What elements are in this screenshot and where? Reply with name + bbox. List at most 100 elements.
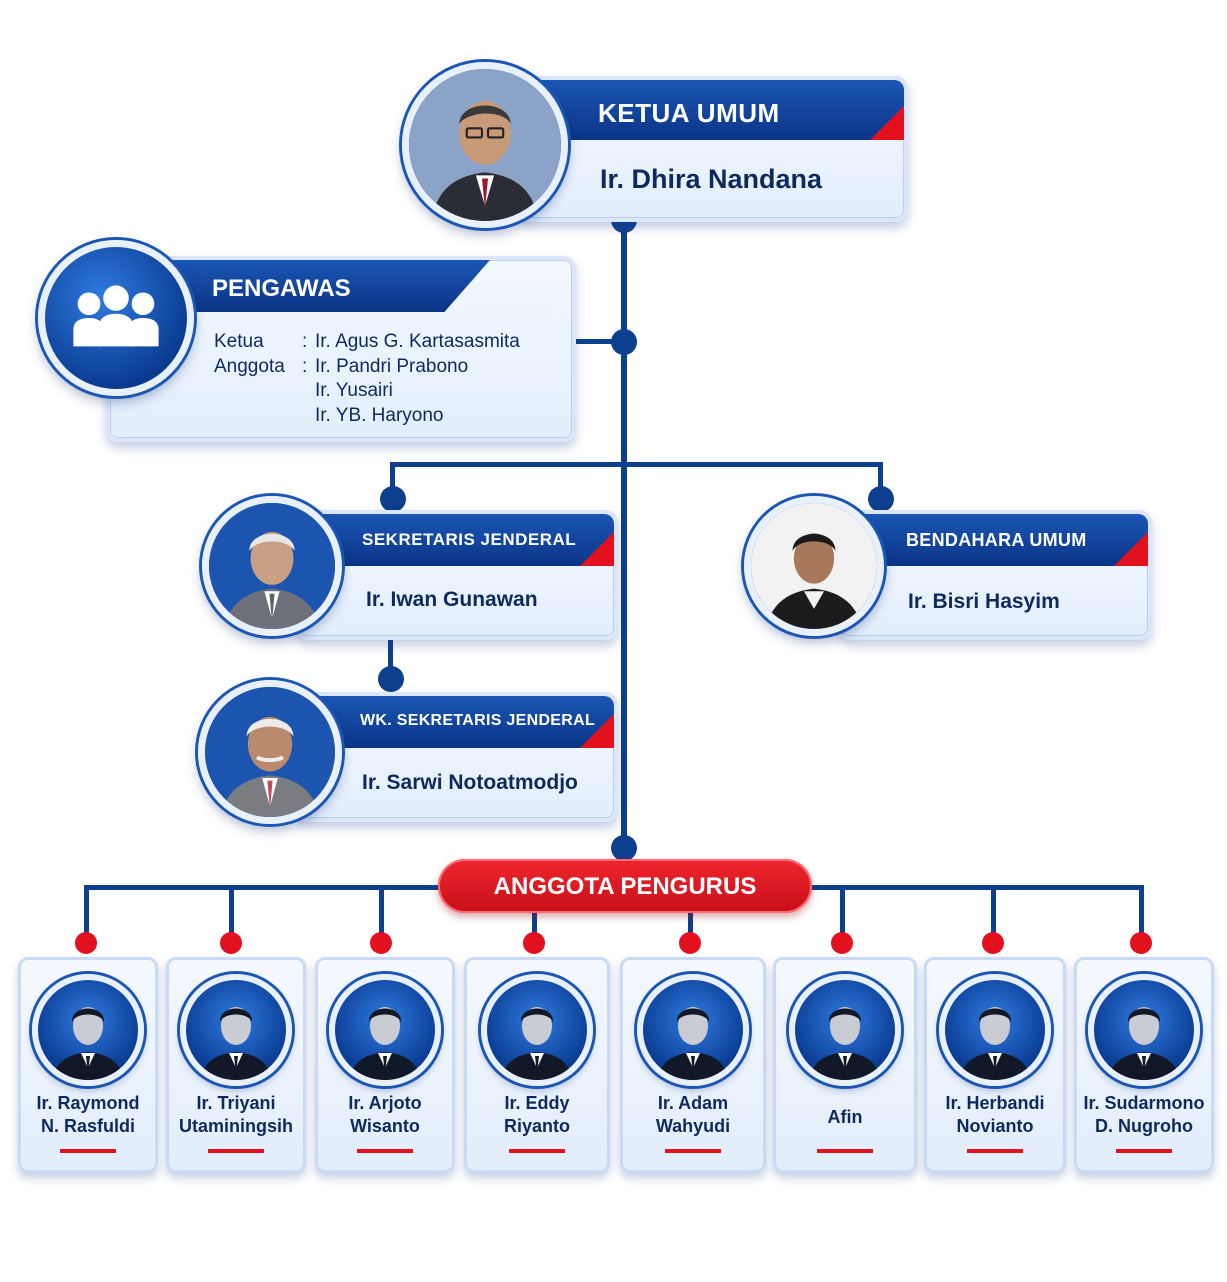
- bendahara-card: BENDAHARA UMUM Ir. Bisri Hasyim: [838, 510, 1152, 640]
- branch-line: [390, 462, 883, 467]
- person-silhouette-icon: [809, 1007, 881, 1080]
- member-name-line2: Wisanto: [350, 1116, 420, 1136]
- member-name-line1: Ir. Sudarmono: [1083, 1093, 1205, 1113]
- member-name: Afin: [776, 1106, 914, 1129]
- member-card: Ir. Herbandi Novianto: [924, 957, 1066, 1173]
- member-avatar: [1088, 974, 1200, 1086]
- member-name: Ir. Eddy Riyanto: [467, 1092, 607, 1138]
- pengawas-separator: :: [302, 356, 308, 377]
- member-name-line2: Utaminingsih: [178, 1116, 293, 1136]
- member-underline: [60, 1149, 116, 1153]
- anggota-pengurus-title: ANGGOTA PENGURUS: [493, 873, 757, 900]
- pengawas-badge: [38, 240, 194, 396]
- sekjen-photo: [202, 496, 342, 636]
- member-underline: [1116, 1149, 1172, 1153]
- member-name-line1: Ir. Eddy: [504, 1093, 570, 1113]
- pengawas-anggota-2: Ir. Yusairi: [315, 380, 393, 401]
- member-dot: [982, 932, 1004, 954]
- member-card: Afin: [773, 957, 917, 1173]
- pengawas-separator: :: [302, 331, 308, 352]
- member-card: Ir. Triyani Utaminingsih: [166, 957, 306, 1173]
- member-name-line2: Wahyudi: [655, 1116, 731, 1136]
- ketua-umum-name: Ir. Dhira Nandana: [600, 164, 823, 194]
- pengawas-connector: [570, 339, 624, 344]
- person-silhouette-icon: [501, 1007, 573, 1080]
- member-underline: [357, 1149, 413, 1153]
- member-name-line1: Ir. Raymond: [36, 1093, 140, 1113]
- person-silhouette-icon: [657, 1007, 729, 1080]
- member-name-line2: Novianto: [956, 1116, 1034, 1136]
- member-card: Ir. Adam Wahyudi: [620, 957, 766, 1173]
- trunk-line: [621, 216, 627, 848]
- pengawas-title: PENGAWAS: [212, 275, 351, 302]
- bendahara-photo: [744, 496, 884, 636]
- member-name-line2: Riyanto: [503, 1116, 570, 1136]
- ketua-umum-header: KETUA UMUM: [524, 80, 904, 140]
- wk-sekjen-photo: [198, 680, 342, 824]
- member-name-line2: D. Nugroho: [1095, 1116, 1193, 1136]
- member-dot: [831, 932, 853, 954]
- member-name: Ir. Raymond N. Rasfuldi: [21, 1092, 155, 1138]
- bendahara-title: BENDAHARA UMUM: [906, 530, 1087, 550]
- connector-dot: [611, 329, 637, 355]
- connector-dot: [380, 486, 406, 512]
- member-underline: [665, 1149, 721, 1153]
- person-silhouette-icon: [959, 1007, 1031, 1080]
- member-underline: [208, 1149, 264, 1153]
- member-avatar: [637, 974, 749, 1086]
- sekjen-card: SEKRETARIS JENDERAL Ir. Iwan Gunawan: [296, 510, 618, 640]
- member-name: Ir. Sudarmono D. Nugroho: [1077, 1092, 1211, 1138]
- member-name: Ir. Arjoto Wisanto: [318, 1092, 452, 1138]
- member-avatar: [180, 974, 292, 1086]
- member-drop: [229, 885, 234, 935]
- member-dot: [370, 932, 392, 954]
- member-dot: [75, 932, 97, 954]
- member-avatar: [481, 974, 593, 1086]
- ketua-umum-card: KETUA UMUM Ir. Dhira Nandana: [520, 76, 908, 222]
- pengawas-anggota-3: Ir. YB. Haryono: [315, 405, 444, 426]
- member-avatar: [789, 974, 901, 1086]
- member-underline: [817, 1149, 873, 1153]
- wk-sekjen-header: WK. SEKRETARIS JENDERAL: [300, 696, 614, 748]
- member-dot: [523, 932, 545, 954]
- member-name: Ir. Adam Wahyudi: [623, 1092, 763, 1138]
- member-card: Ir. Eddy Riyanto: [464, 957, 610, 1173]
- person-photo-icon: [409, 69, 561, 221]
- member-name-line1: Afin: [827, 1107, 863, 1127]
- member-name-line1: Ir. Triyani: [196, 1093, 276, 1113]
- person-silhouette-icon: [349, 1007, 421, 1080]
- member-name: Ir. Herbandi Novianto: [927, 1092, 1063, 1138]
- wk-sekjen-card: WK. SEKRETARIS JENDERAL Ir. Sarwi Notoat…: [296, 692, 618, 822]
- person-photo-icon: [205, 687, 335, 817]
- pengawas-ketua-label: Ketua: [214, 331, 264, 352]
- person-silhouette-icon: [200, 1007, 272, 1080]
- member-drop: [84, 885, 89, 935]
- sekjen-to-wk-line: [388, 633, 393, 681]
- member-name-line1: Ir. Herbandi: [945, 1093, 1045, 1113]
- member-drop: [840, 885, 845, 935]
- member-underline: [967, 1149, 1023, 1153]
- bendahara-name: Ir. Bisri Hasyim: [908, 590, 1060, 613]
- wk-sekjen-name: Ir. Sarwi Notoatmodjo: [362, 771, 578, 794]
- member-card: Ir. Raymond N. Rasfuldi: [18, 957, 158, 1173]
- bendahara-header: BENDAHARA UMUM: [842, 514, 1148, 566]
- branch-drop-right: [878, 462, 883, 498]
- connector-dot: [378, 666, 404, 692]
- member-card: Ir. Arjoto Wisanto: [315, 957, 455, 1173]
- sekjen-header: SEKRETARIS JENDERAL: [300, 514, 614, 566]
- sekjen-title: SEKRETARIS JENDERAL: [362, 530, 577, 549]
- member-avatar: [329, 974, 441, 1086]
- group-people-icon: [73, 285, 159, 347]
- person-photo-icon: [209, 503, 335, 629]
- member-name-line1: Ir. Arjoto: [348, 1093, 422, 1113]
- member-avatar: [939, 974, 1051, 1086]
- anggota-pengurus-banner: ANGGOTA PENGURUS: [438, 859, 812, 913]
- wk-sekjen-title: WK. SEKRETARIS JENDERAL: [360, 712, 596, 729]
- branch-drop-left: [390, 462, 395, 498]
- member-dot: [1130, 932, 1152, 954]
- person-silhouette-icon: [1108, 1007, 1180, 1080]
- pengawas-ketua-name: Ir. Agus G. Kartasasmita: [315, 331, 520, 352]
- sekjen-name: Ir. Iwan Gunawan: [366, 588, 538, 611]
- member-name-line2: N. Rasfuldi: [40, 1116, 135, 1136]
- pengawas-anggota-1: Ir. Pandri Prabono: [315, 356, 469, 377]
